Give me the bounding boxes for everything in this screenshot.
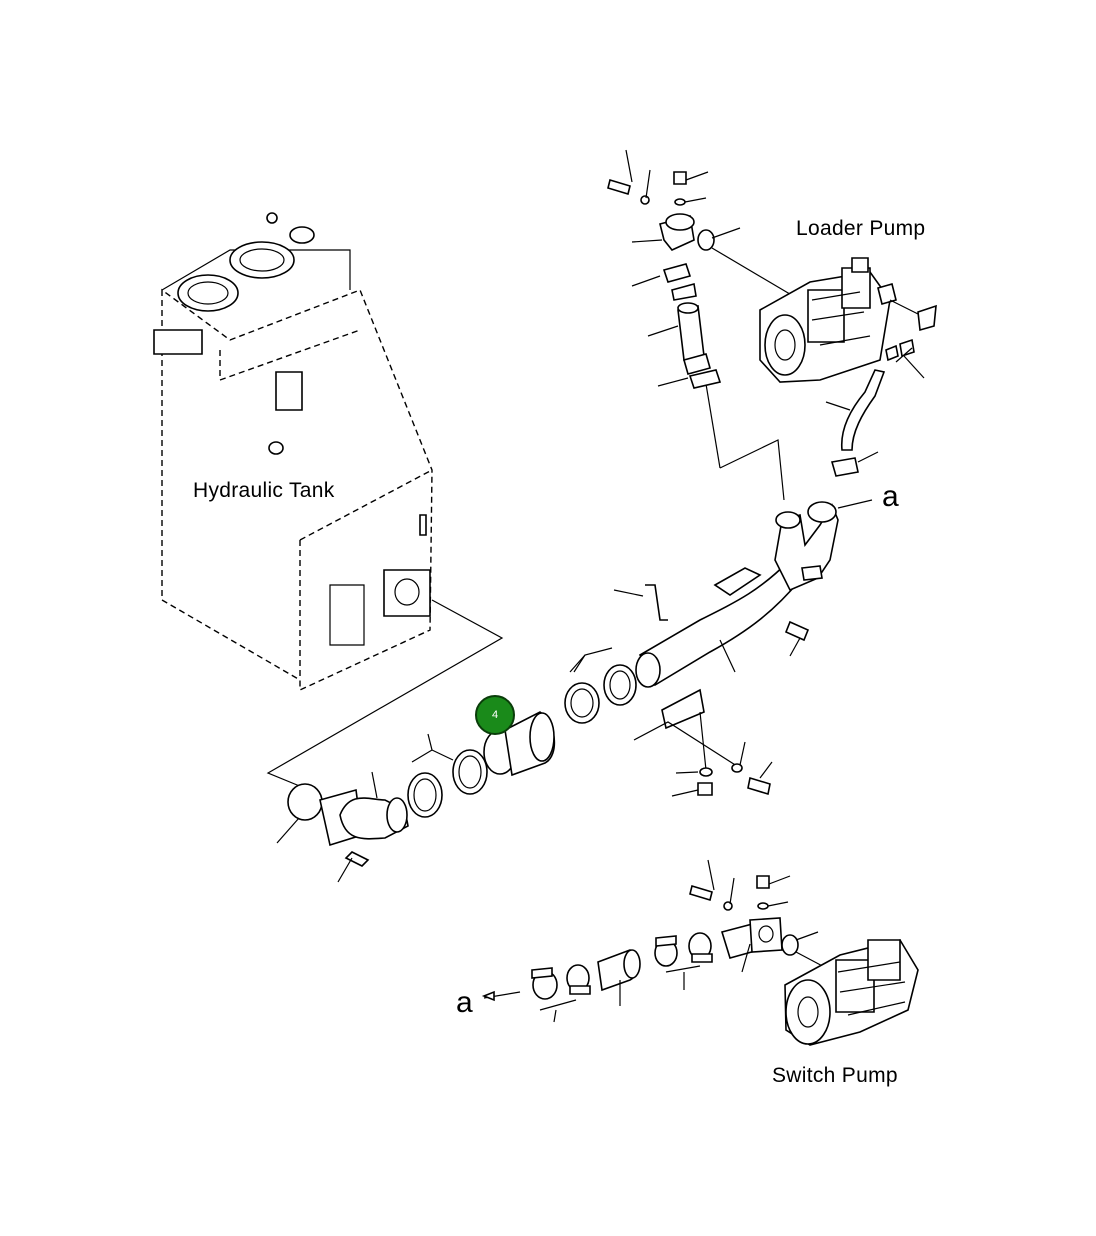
- loader-pump-label: Loader Pump: [796, 217, 926, 240]
- loader-pump-hose-stack: [608, 150, 800, 388]
- y-fitting-assembly: [705, 370, 884, 590]
- switch-pump-hose-chain: [484, 860, 830, 1022]
- hydraulic-tank-label: Hydraulic Tank: [193, 479, 335, 502]
- suction-hose-assembly: [277, 712, 554, 882]
- hydraulic-tank-drawing: [154, 213, 432, 690]
- loader-pump-drawing: [760, 258, 936, 382]
- reference-a-bottom: a: [456, 986, 473, 1019]
- switch-pump-drawing: [785, 940, 918, 1045]
- reference-a-top: a: [882, 480, 899, 513]
- main-suction-pipe: [565, 560, 808, 796]
- switch-pump-label: Switch Pump: [772, 1064, 898, 1087]
- callout-badge-4[interactable]: 4: [475, 695, 515, 735]
